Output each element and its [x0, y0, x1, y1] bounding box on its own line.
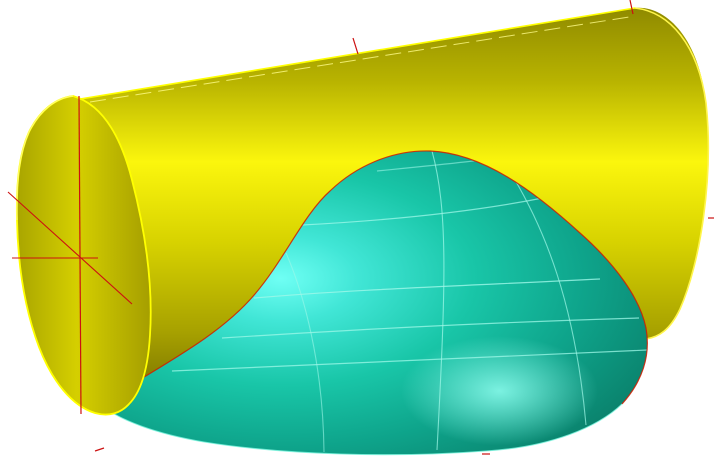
cylinder-right-edge — [634, 7, 710, 340]
hemisphere-wireframe — [171, 150, 648, 453]
cylinder-top-edge — [67, 7, 636, 102]
cap-diagonal-axis — [7, 191, 133, 305]
cylinder-top-marker — [352, 37, 359, 55]
hemisphere-highlight — [100, 150, 648, 455]
cylinder-end-marker — [629, 0, 634, 15]
construction-axes — [7, 0, 714, 455]
hemisphere-base-edge — [99, 403, 623, 456]
cap-rim-highlight — [16, 95, 74, 221]
cap-face[interactable] — [16, 96, 151, 415]
bottom-left-marker — [94, 447, 105, 452]
cap-vertical-axis — [78, 95, 82, 415]
hemisphere[interactable] — [99, 150, 648, 456]
cylinder-end-cap[interactable] — [15, 95, 152, 416]
intersection-curve — [99, 150, 648, 405]
